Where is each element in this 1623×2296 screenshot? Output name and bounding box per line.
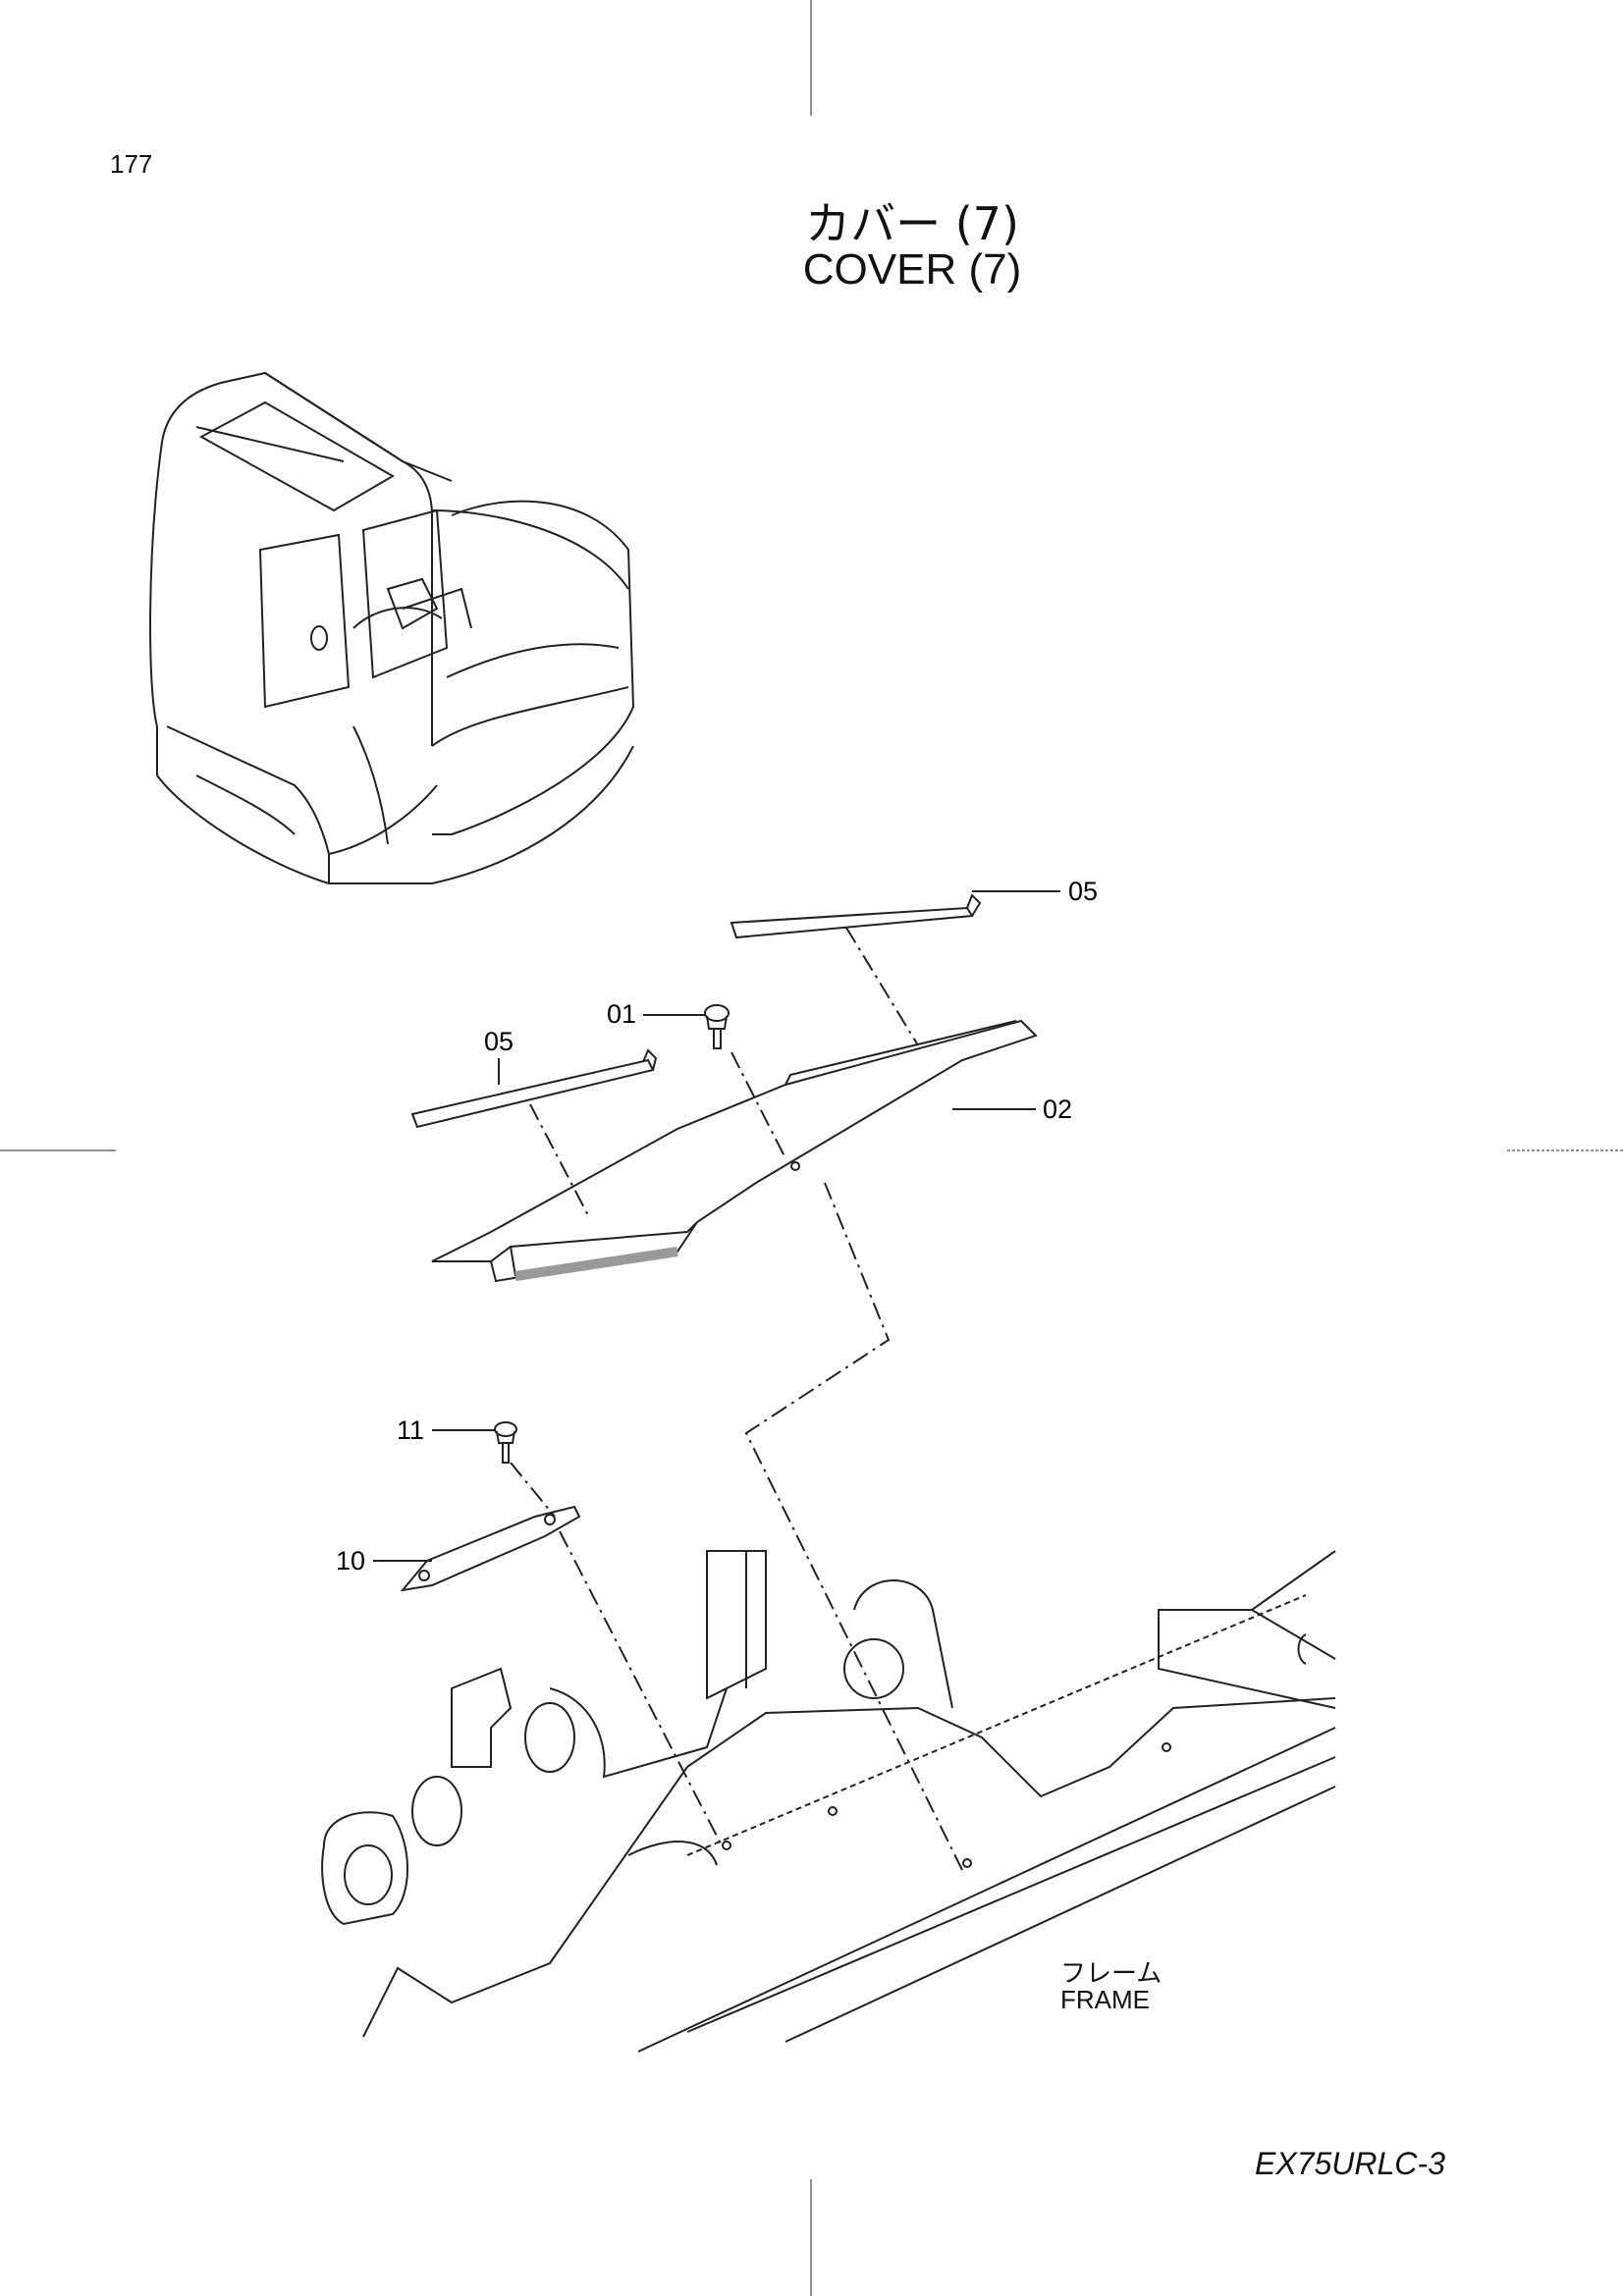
callout-01: 01 (607, 999, 636, 1029)
part-11-bolt (494, 1421, 517, 1464)
page-number: 177 (110, 149, 153, 179)
part-10-plate (400, 1505, 581, 1592)
callout-10: 10 (336, 1546, 365, 1575)
frame-label-japanese: フレーム (1060, 1959, 1163, 1989)
part-01-bolt (704, 1004, 730, 1049)
callout-05-left: 05 (484, 1027, 514, 1056)
page-title-japanese: カバー (7) (0, 188, 1623, 253)
callout-05-top: 05 (1068, 877, 1098, 906)
callout-leaders (373, 890, 1060, 1562)
page-title-english: COVER (7) (0, 245, 1623, 294)
part-02-cover-plate (431, 1019, 1038, 1283)
part-05-strip-left (410, 1048, 658, 1129)
frame-label-english: FRAME (1060, 1985, 1150, 2014)
frame-illustration (321, 1550, 1336, 2053)
callout-02: 02 (1043, 1095, 1072, 1124)
part-05-strip-top (730, 893, 982, 939)
model-number: EX75URLC-3 (1255, 2146, 1445, 2181)
callout-11: 11 (397, 1415, 424, 1445)
assembly-leader-lines (510, 927, 963, 1871)
machine-overview-illustration (149, 371, 635, 884)
title-english-text: COVER (7) (802, 245, 1022, 294)
title-japanese-text: カバー (7) (805, 197, 1019, 250)
